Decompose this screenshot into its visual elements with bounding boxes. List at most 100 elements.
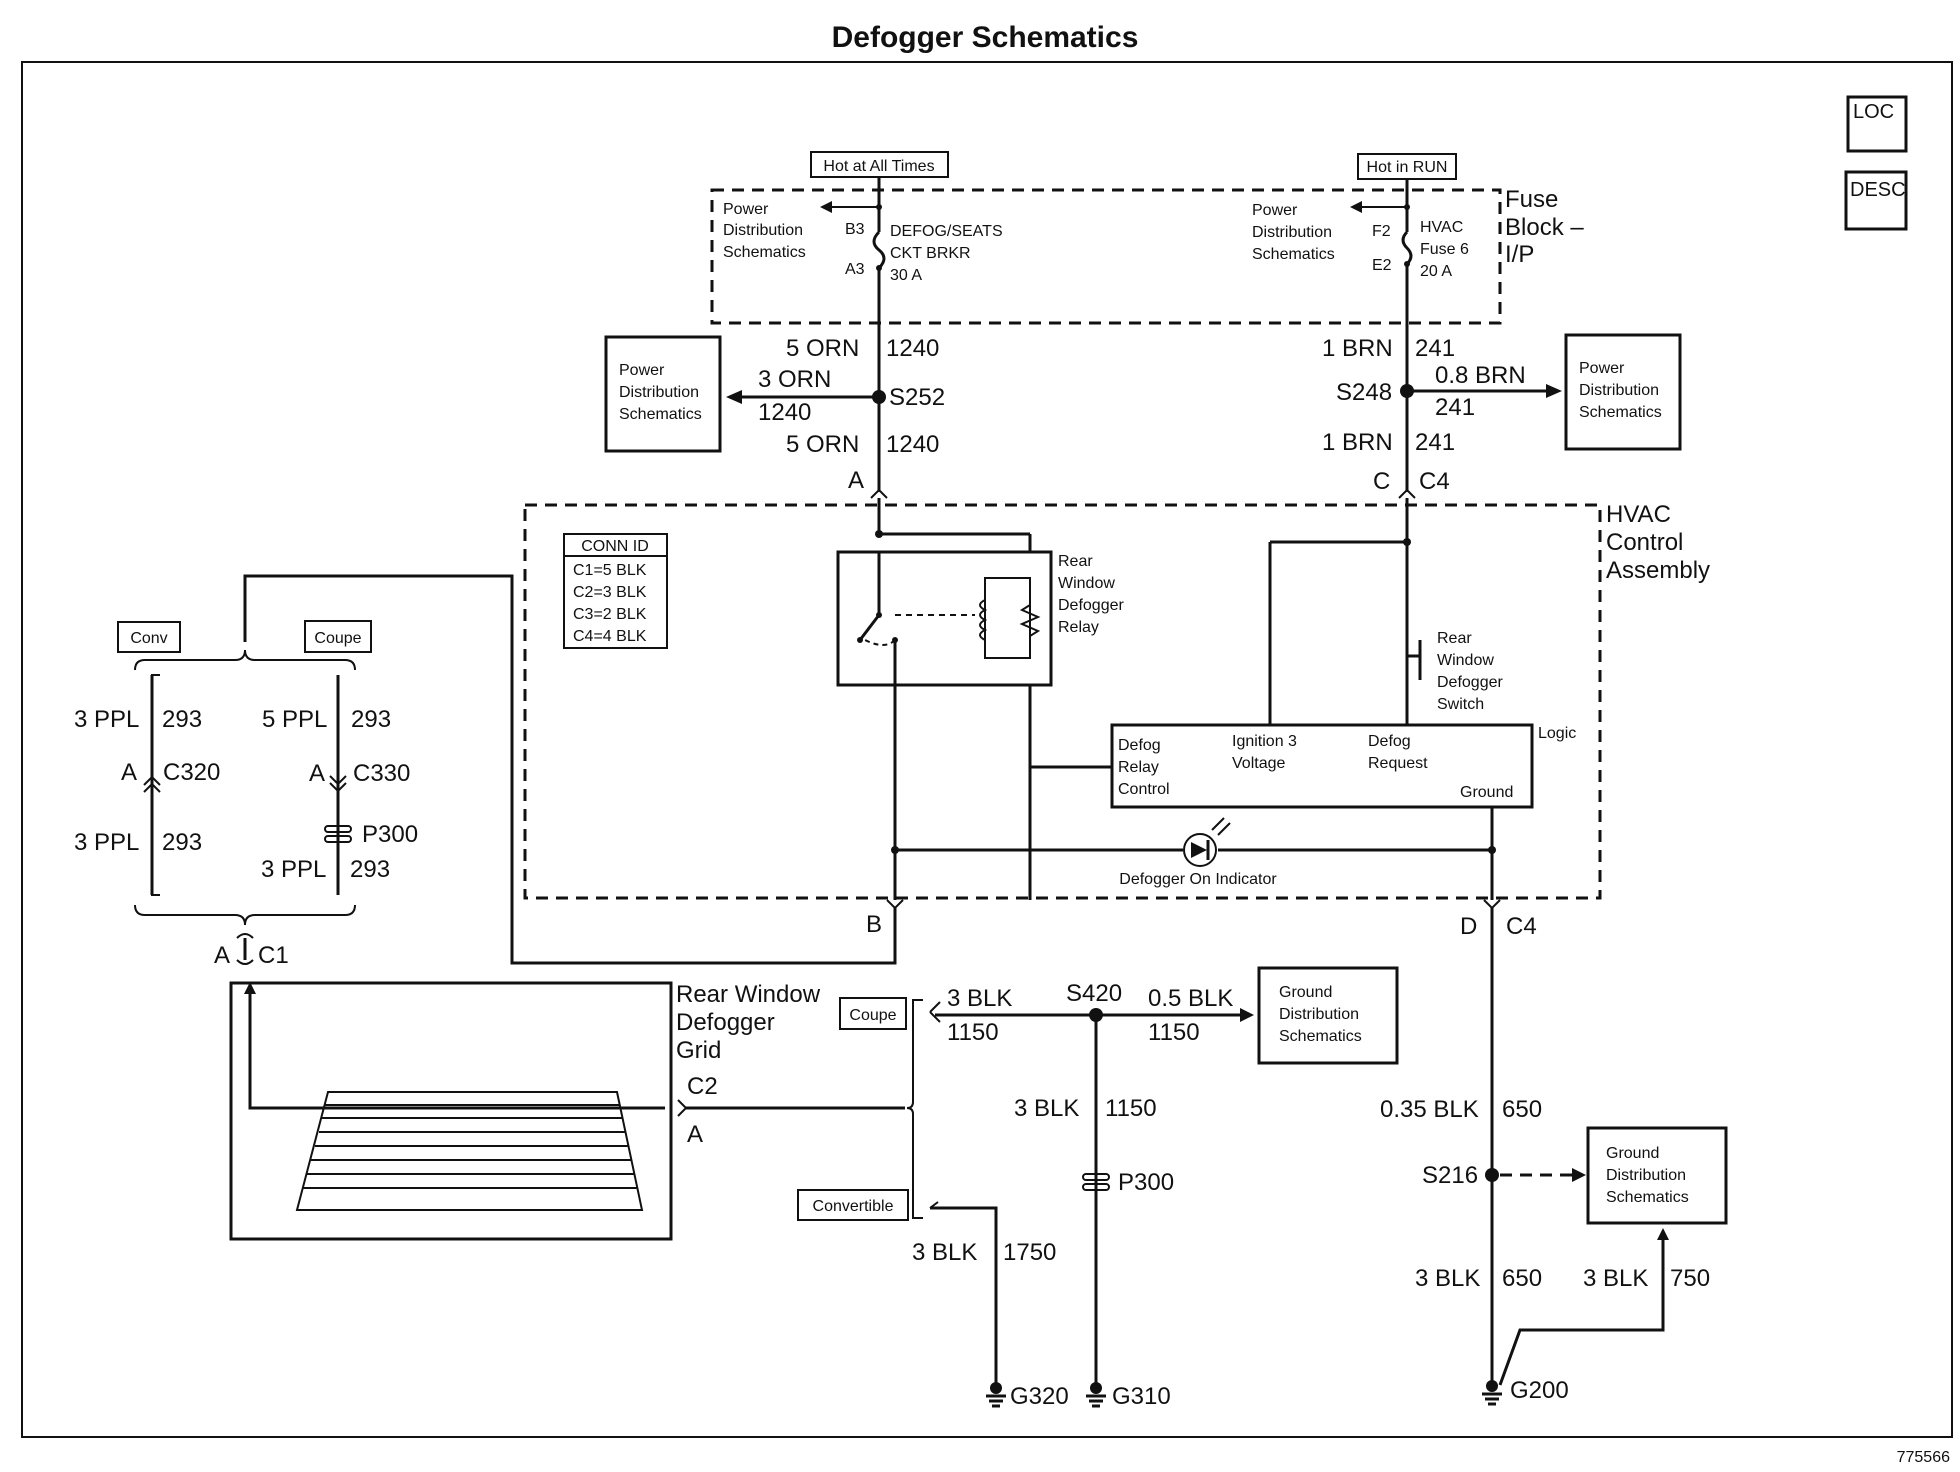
grid-label: Rear Window Defogger Grid [676, 981, 821, 1064]
g200-750-wire [1498, 1238, 1665, 1386]
hvac-connector-c4-top: C4 [1419, 468, 1450, 495]
svg-text:Rear: Rear [1058, 553, 1093, 570]
svg-text:Conv: Conv [130, 630, 167, 647]
s420-down-circuit: 1150 [1105, 1095, 1157, 1122]
c1-pin: A [214, 942, 230, 969]
pin-b-output-wire [243, 574, 897, 965]
ground-p300-label: P300 [1118, 1169, 1174, 1196]
svg-text:Fuse: Fuse [1505, 186, 1558, 213]
gds-box-right[interactable]: Ground Distribution Schematics [1586, 1126, 1728, 1225]
svg-text:Power: Power [619, 362, 665, 379]
svg-text:Control: Control [1118, 781, 1170, 798]
conv-bottom-gauge: 3 PPL [74, 829, 139, 856]
pds-box-right[interactable]: Power Distribution Schematics [1564, 333, 1682, 451]
svg-text:Block –: Block – [1505, 214, 1584, 241]
svg-text:Distribution: Distribution [619, 384, 699, 401]
svg-text:Hot in RUN: Hot in RUN [1367, 159, 1448, 176]
desc-button[interactable]: DESC [1844, 170, 1908, 231]
svg-text:Schematics: Schematics [1606, 1189, 1689, 1206]
left-feed-bottom-circuit: 1240 [886, 431, 939, 458]
svg-text:Schematics: Schematics [1579, 404, 1662, 421]
circuit-breaker: B3 A3 DEFOG/SEATS CKT BRKR 30 A [820, 201, 1003, 300]
conv-coupe-top-brace [134, 649, 356, 671]
g200-750-arrow [1657, 1228, 1669, 1240]
left-feed-bottom-gauge: 5 ORN [786, 431, 859, 458]
svg-text:HVAC: HVAC [1606, 501, 1671, 528]
svg-text:Schematics: Schematics [619, 406, 702, 423]
svg-text:Defog: Defog [1118, 737, 1161, 754]
defogger-grid-lines [295, 1091, 644, 1211]
c1-label: C1 [258, 942, 289, 969]
svg-text:CONN ID: CONN ID [581, 538, 649, 555]
ground-g320-symbol [986, 1382, 1006, 1408]
svg-text:Distribution: Distribution [1252, 224, 1332, 241]
s252-branch-gauge: 3 ORN [758, 366, 831, 393]
svg-text:Ground: Ground [1606, 1145, 1659, 1162]
hvac-logic-box: Defog Relay Control Ignition 3 Voltage D… [1110, 723, 1534, 809]
svg-text:HVAC: HVAC [1420, 219, 1463, 236]
coupe-label-ground: Coupe [839, 997, 907, 1030]
splice-s252-label: S252 [889, 384, 945, 411]
grid-feed-arrow [244, 982, 256, 994]
pds-right-small: Power Distribution Schematics [1252, 202, 1335, 263]
svg-text:Switch: Switch [1437, 696, 1484, 713]
right-feed-top-gauge: 1 BRN [1322, 335, 1393, 362]
svg-text:Control: Control [1606, 529, 1683, 556]
c4-junction-dot [1403, 538, 1411, 546]
svg-text:30 A: 30 A [890, 267, 922, 284]
hot-at-all-times-label: Hot at All Times [810, 151, 949, 178]
defogger-on-indicator [891, 817, 1496, 867]
hvac-pin-c-connector [1398, 488, 1416, 499]
c330-label: C330 [353, 760, 410, 787]
svg-text:Ground: Ground [1460, 784, 1513, 801]
conv-label: Conv [117, 621, 181, 653]
pds-box-left[interactable]: Power Distribution Schematics [604, 335, 722, 453]
svg-text:Distribution: Distribution [1579, 382, 1659, 399]
ground-brace [906, 999, 923, 1219]
hvac-pin-d: D [1460, 913, 1477, 940]
left-feed-top-circuit: 1240 [886, 335, 939, 362]
svg-text:Grid: Grid [676, 1037, 721, 1064]
hvac-pin-d-connector [1483, 899, 1501, 910]
coupe-ground-circuit: 1150 [947, 1019, 999, 1046]
c320-pin: A [121, 759, 137, 786]
s216-down-gauge: 3 BLK [1415, 1265, 1480, 1292]
conv-coupe-bottom-brace [134, 904, 356, 926]
svg-text:Defogger: Defogger [1058, 597, 1124, 614]
s216-down-circuit: 650 [1502, 1265, 1542, 1292]
s216-branch-arrow [1572, 1168, 1586, 1182]
c1-connector [236, 933, 254, 965]
switch-label: Rear Window Defogger Switch [1437, 630, 1503, 713]
loc-button-label: LOC [1853, 101, 1894, 123]
convertible-ground-connector [929, 1201, 939, 1209]
grid-feed-wire [248, 985, 665, 1110]
right-feed-bottom-gauge: 1 BRN [1322, 429, 1393, 456]
svg-text:Ground: Ground [1279, 984, 1332, 1001]
splice-s248-label: S248 [1336, 379, 1392, 406]
s248-branch-gauge: 0.8 BRN [1435, 362, 1526, 389]
c2-connector [677, 1099, 688, 1117]
c320-connector [143, 775, 161, 793]
s248-branch-circuit: 241 [1435, 394, 1475, 421]
c320-label: C320 [163, 759, 220, 786]
coupe-ground-gauge: 3 BLK [947, 985, 1012, 1012]
rear-window-defogger-switch[interactable] [1407, 640, 1422, 680]
svg-text:Power: Power [1579, 360, 1625, 377]
loc-button[interactable]: LOC [1846, 95, 1908, 153]
svg-text:Schematics: Schematics [1252, 246, 1335, 263]
c2-label: C2 [687, 1073, 718, 1100]
rear-window-defogger-grid-box [229, 981, 673, 1241]
p300-splice-ground [1082, 1173, 1110, 1191]
splice-s420-label: S420 [1066, 980, 1122, 1007]
svg-text:Distribution: Distribution [1279, 1006, 1359, 1023]
svg-text:Rear Window: Rear Window [676, 981, 821, 1008]
svg-text:C4=4 BLK: C4=4 BLK [573, 628, 647, 645]
coupe-label-top: Coupe [304, 620, 372, 653]
s420-down-gauge: 3 BLK [1014, 1095, 1079, 1122]
pin-d-gauge: 0.35 BLK [1380, 1096, 1479, 1123]
svg-text:Relay: Relay [1118, 759, 1159, 776]
gds-box-top[interactable]: Ground Distribution Schematics [1257, 966, 1399, 1065]
right-feed-top-circuit: 241 [1415, 335, 1455, 362]
indicator-label: Defogger On Indicator [1119, 871, 1277, 888]
